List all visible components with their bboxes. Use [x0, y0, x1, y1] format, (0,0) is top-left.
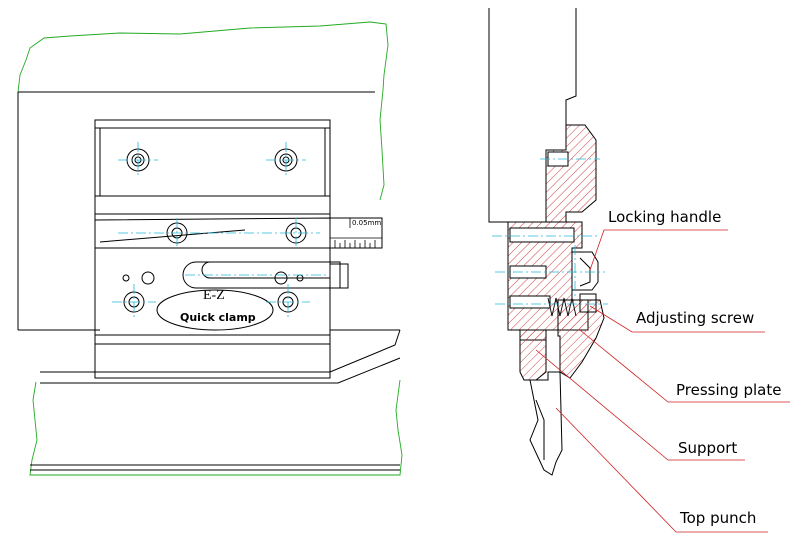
adjusting-screw-section: [579, 293, 597, 313]
pressing-plate-section: [557, 299, 605, 379]
adjust-slot: [201, 261, 331, 279]
label-support: Support: [678, 439, 738, 457]
front-view: [17, 21, 403, 476]
product-name-text: Quick clamp: [180, 311, 256, 324]
section-view: [488, 8, 790, 533]
section-center-lines: [492, 158, 608, 305]
label-adjusting-screw: Adjusting screw: [636, 309, 755, 327]
upper-clamp-section: [545, 124, 597, 223]
upper-beam-break-line: [17, 21, 389, 201]
spring: [547, 297, 577, 317]
model-text: E-Z: [203, 288, 225, 303]
leader-pressing-plate: [579, 329, 790, 403]
scale-ticks: [330, 218, 382, 248]
label-pressing-plate: Pressing plate: [676, 381, 782, 399]
leader-adjusting-screw: [589, 305, 765, 333]
scale-text: 0.05mm: [352, 219, 382, 227]
locking-handle-section: [571, 251, 599, 291]
leader-locking-handle: [589, 229, 728, 271]
leader-lines: [535, 229, 790, 533]
leader-support: [535, 349, 745, 461]
scale-plate: [329, 217, 383, 249]
label-locking-handle: Locking handle: [608, 208, 722, 226]
lower-beam-break-line: [29, 379, 403, 476]
lever-arm: [182, 261, 341, 289]
top-punch: [529, 371, 563, 476]
lower-rail-slope: [40, 329, 401, 384]
badge-oval: [156, 289, 274, 331]
clamp-body: [94, 119, 331, 379]
leader-top-punch: [555, 407, 768, 533]
label-top-punch: Top punch: [680, 509, 757, 527]
front-center-lines: [112, 142, 330, 320]
